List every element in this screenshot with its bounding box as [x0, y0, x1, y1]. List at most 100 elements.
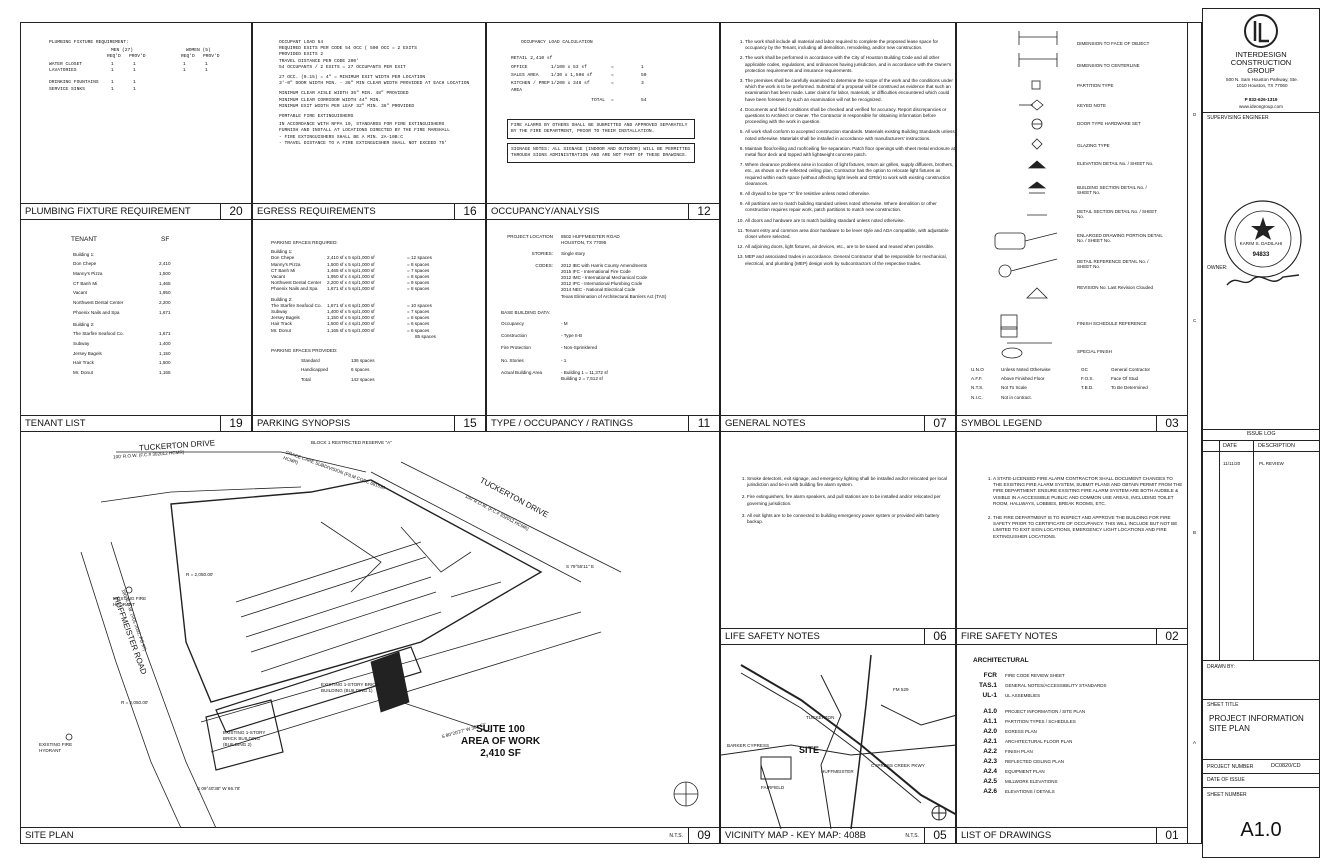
panel-life-safety: Smoke detectors, exit signage, and emerg…: [720, 431, 956, 645]
vicinity-road-label: BARKER CYPRESS: [727, 743, 770, 748]
seal-number: 94833: [1252, 252, 1270, 258]
symbol-label: ENLARGED DRAWING PORTION DETAIL No. / SH…: [1077, 233, 1163, 243]
life-safety-list: Smoke detectors, exit signage, and emerg…: [737, 476, 947, 529]
panel-number: 01: [1156, 827, 1187, 843]
issue-date-header: DATE: [1223, 443, 1237, 449]
panel-general-notes: The work shall include all material and …: [720, 22, 956, 432]
divider: [1203, 429, 1319, 430]
type-row: Construction- Type II-B: [501, 333, 583, 339]
drawn-by-label: DRAWN BY:: [1207, 664, 1235, 670]
panel-number: 19: [220, 415, 251, 431]
symbol-label: BUILDING SECTION DETAIL No. / SHEET No.: [1077, 185, 1147, 195]
parking-row: The Starfire Seafood Co.1,671 sf x 6 sp/…: [271, 302, 432, 308]
plumbing-men-req: REQ'D: [107, 54, 121, 59]
issue-log-divider: [1253, 440, 1254, 660]
plumbing-women: WOMEN (5): [186, 48, 211, 53]
divider: [1203, 660, 1319, 661]
vicinity-site-label: SITE: [799, 745, 820, 755]
symbol-label: REVISION No. Last Revision Clouded: [1077, 285, 1154, 290]
divider: [1203, 440, 1319, 441]
nts-label: N.T.S.: [905, 833, 919, 839]
signature-icon: [1226, 274, 1300, 286]
grid-letter-b: B: [1193, 530, 1197, 535]
block-label: BLOCK 1 RESTRICTED RESERVE "A": [311, 440, 392, 445]
symbol-label: DETAIL SECTION DETAIL No. / SHEET No.: [1077, 209, 1157, 219]
plumbing-women-req: REQ'D: [181, 54, 195, 59]
parking-table: PARKING SPACES REQUIRED: Building 1: Don…: [271, 240, 481, 383]
firm-logo-icon: [1244, 14, 1278, 48]
vicinity-road-label: HUFFMEISTER: [821, 769, 854, 774]
list-item: The work shall include all material and …: [745, 39, 955, 51]
plumbing-men-prov: PROV'D: [129, 54, 146, 59]
divider: [1203, 787, 1319, 788]
list-item: Maintain floor/ceiling and roof/ceiling …: [745, 146, 955, 158]
list-item: MEP and associated trades in accordance.…: [745, 254, 955, 266]
symbol-label: DIMENSION TO FACE OF OBJECT: [1077, 41, 1150, 46]
supervising-engineer-label: SUPERVISING ENGINEER: [1207, 115, 1269, 121]
fire-alarm-note: FIRE ALARMS BY OTHERS SHALL BE SUBMITTED…: [507, 119, 695, 140]
curve-label: R = 2,050.00': [186, 572, 214, 577]
seal-name: KARIM S. DADILAHI: [1239, 241, 1283, 246]
type-row: Actual Building Area- Building 1 = 11,37…: [501, 369, 608, 382]
list-item: All exit lights are to be connected to b…: [747, 513, 947, 525]
panel-number: 05: [924, 827, 955, 843]
symbol-label: FINISH SCHEDULE REFERENCE: [1077, 321, 1147, 326]
fire-safety-list: A STATE-LICENSED FIRE ALARM CONTRACTOR S…: [983, 476, 1183, 544]
divider: [1203, 759, 1319, 760]
title-block: INTERDESIGN CONSTRUCTION GROUP 500 N. Sa…: [1202, 8, 1320, 858]
panel-number: 02: [1156, 628, 1187, 644]
list-item: The work shall be performed in accordanc…: [745, 55, 955, 74]
grid-letter-a: A: [1193, 740, 1197, 745]
issue-log-left-rule: [1219, 440, 1220, 660]
panel-number: 16: [454, 203, 485, 219]
sheet-number-label: SHEET NUMBER: [1207, 792, 1247, 798]
suite-area-label: SUITE 100 AREA OF WORK 2,410 SF: [461, 724, 541, 759]
list-item: Where clearance problems arise in locati…: [745, 162, 955, 187]
panel-plumbing: PLUMBING FIXTURE REQUIREMENT: MEN (27) W…: [20, 22, 252, 220]
list-item: All partitions are to match building sta…: [745, 201, 955, 213]
panel-number: 07: [924, 415, 955, 431]
panel-number: 12: [688, 203, 719, 219]
divider: [1203, 699, 1319, 700]
symbol-legend-graphics: [994, 31, 1058, 359]
issue-date: 11/11/20: [1223, 461, 1241, 466]
bearing-label: S 09°40'38" W 66.78': [197, 786, 241, 791]
panel-egress: OCCUPANT LOAD 54 REQUIRED EXITS PER CODE…: [252, 22, 486, 220]
